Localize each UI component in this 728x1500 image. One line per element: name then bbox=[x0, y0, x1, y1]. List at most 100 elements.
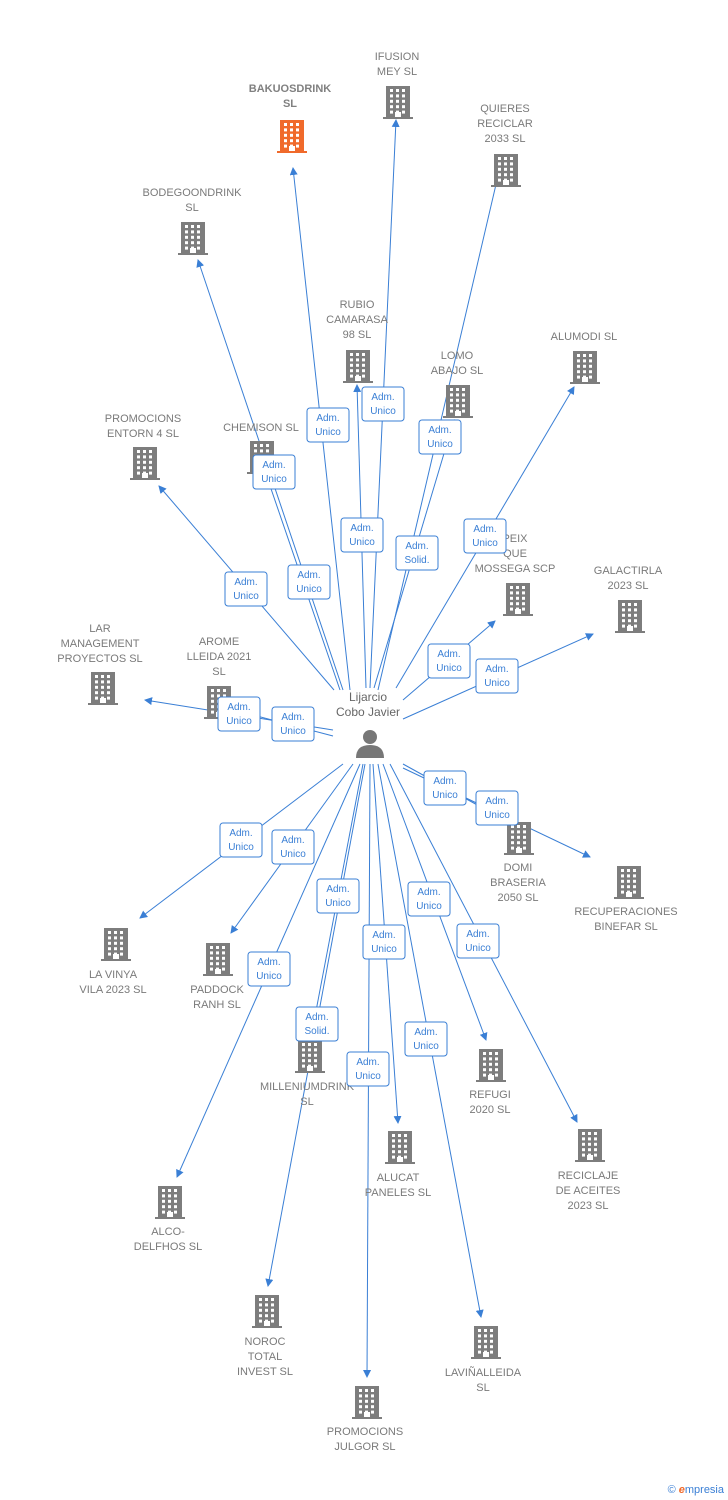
company-label-line: AROME bbox=[199, 636, 239, 648]
role-badge-text: Adm. bbox=[414, 1027, 437, 1038]
role-badge-box bbox=[224, 571, 268, 607]
company-label-line: SL bbox=[283, 98, 297, 110]
role-badge-alumodi[interactable]: Adm.Unico bbox=[463, 518, 507, 554]
company-label-line: 2033 SL bbox=[485, 133, 526, 145]
company-label-line: ENTORN 4 SL bbox=[107, 428, 179, 440]
galactirla-building-icon bbox=[615, 600, 645, 633]
quieres-building-icon bbox=[491, 154, 521, 187]
bodegoondrink-building-icon bbox=[178, 222, 208, 255]
company-label-line: PROMOCIONS bbox=[105, 413, 181, 425]
role-badge-bodegoondrink[interactable]: Adm.Unico bbox=[252, 454, 296, 490]
company-label-line: RUBIO bbox=[340, 299, 375, 311]
role-badge-refugi[interactable]: Adm.Unico bbox=[407, 881, 451, 917]
millenium-building-icon bbox=[295, 1040, 325, 1073]
role-badge-text: Adm. bbox=[350, 523, 373, 534]
promocions_entorn-building-icon bbox=[130, 447, 160, 480]
role-badge-box bbox=[295, 1006, 339, 1042]
role-badge-text: Adm. bbox=[372, 930, 395, 941]
center-person-node[interactable]: Lijarcio Cobo Javier bbox=[336, 690, 400, 758]
role-badge-rubio[interactable]: Adm.Unico bbox=[340, 517, 384, 553]
alucat-building-icon bbox=[385, 1131, 415, 1164]
role-badge-text: Unico bbox=[484, 678, 510, 689]
company-label-line: RANH SL bbox=[193, 999, 241, 1011]
role-badge-domi[interactable]: Adm.Unico bbox=[423, 770, 467, 806]
role-badge-recuperaciones[interactable]: Adm.Unico bbox=[475, 790, 519, 826]
role-badge-arome[interactable]: Adm. Unico bbox=[271, 706, 315, 742]
role-badge-box bbox=[271, 706, 315, 742]
role-badge-reciclaje[interactable]: Adm.Unico bbox=[456, 923, 500, 959]
empresia-logo-text: mpresia bbox=[684, 1484, 724, 1496]
promocions_julgor-building-icon bbox=[352, 1386, 382, 1419]
role-badge-promocions_entorn[interactable]: Adm.Unico bbox=[224, 571, 268, 607]
role-badge-alco[interactable]: Adm.Unico bbox=[247, 951, 291, 987]
role-badge-lavinalleida[interactable]: Adm. Unico bbox=[404, 1021, 448, 1057]
role-badge-galactirla[interactable]: Adm.Unico bbox=[475, 658, 519, 694]
company-label-line: INVEST SL bbox=[237, 1366, 293, 1378]
role-badge-peix[interactable]: Adm.Unico bbox=[427, 643, 471, 679]
role-badge-text: Unico bbox=[233, 591, 259, 602]
refugi-building-icon bbox=[476, 1049, 506, 1082]
role-badge-lavinya[interactable]: Adm.Unico bbox=[219, 822, 263, 858]
role-badge-box bbox=[346, 1051, 390, 1087]
company-label-line: MILLENIUMDRINK bbox=[260, 1081, 355, 1093]
company-label-line: REFUGI bbox=[469, 1089, 511, 1101]
role-badge-text: Adm. bbox=[417, 887, 440, 898]
company-node-alco[interactable]: ALCO-DELFHOS SL bbox=[134, 1186, 202, 1253]
role-badge-text: Adm. bbox=[281, 712, 304, 723]
role-badge-promocions_julgor[interactable]: Adm.Unico bbox=[346, 1051, 390, 1087]
ifusion-building-icon bbox=[383, 86, 413, 119]
role-badge-millenium[interactable]: Adm.Solid. bbox=[295, 1006, 339, 1042]
role-badge-lomo[interactable]: Adm.Solid. bbox=[395, 535, 439, 571]
role-badge-box bbox=[271, 829, 315, 865]
company-label-line: ALCO- bbox=[151, 1226, 185, 1238]
role-badge-noroc[interactable]: Adm.Unico bbox=[316, 878, 360, 914]
role-badge-text: Unico bbox=[280, 726, 306, 737]
company-label-line: SL bbox=[185, 202, 198, 214]
role-badge-box bbox=[217, 696, 261, 732]
badges-layer: Adm.UnicoAdm.UnicoAdm.UnicoAdm.UnicoAdm.… bbox=[217, 386, 519, 1087]
role-badge-text: Unico bbox=[228, 842, 254, 853]
role-badge-lar[interactable]: Adm.Unico bbox=[217, 696, 261, 732]
company-label-line: NOROC bbox=[245, 1336, 286, 1348]
role-badge-chemison[interactable]: Adm.Unico bbox=[287, 564, 331, 600]
role-badge-quieres[interactable]: Adm.Unico bbox=[418, 419, 462, 455]
empresia-credit[interactable]: © empresia bbox=[668, 1484, 724, 1496]
role-badge-box bbox=[475, 658, 519, 694]
role-badge-alucat[interactable]: Adm.Unico bbox=[362, 924, 406, 960]
center-label-line-2: Cobo Javier bbox=[336, 705, 400, 719]
company-node-promocions_entorn[interactable]: PROMOCIONS ENTORN 4 SL bbox=[105, 413, 181, 480]
role-badge-text: Unico bbox=[465, 943, 491, 954]
company-node-millenium[interactable]: MILLENIUMDRINK SL bbox=[260, 1040, 355, 1108]
role-badge-paddock[interactable]: Adm.Unico bbox=[271, 829, 315, 865]
role-badge-text: Adm. bbox=[257, 957, 280, 968]
company-label-line: CAMARASA bbox=[326, 314, 388, 326]
role-badge-box bbox=[418, 419, 462, 455]
role-badge-bakuosdrink[interactable]: Adm.Unico bbox=[306, 407, 350, 443]
company-node-alumodi[interactable]: ALUMODI SL bbox=[551, 331, 618, 384]
company-label-line: SL bbox=[300, 1096, 313, 1108]
role-badge-ifusion[interactable]: Adm.Unico bbox=[361, 386, 405, 422]
lar-building-icon bbox=[88, 672, 118, 705]
company-label-line: DOMI bbox=[504, 862, 533, 874]
role-badge-box bbox=[361, 386, 405, 422]
role-badge-text: Unico bbox=[413, 1041, 439, 1052]
